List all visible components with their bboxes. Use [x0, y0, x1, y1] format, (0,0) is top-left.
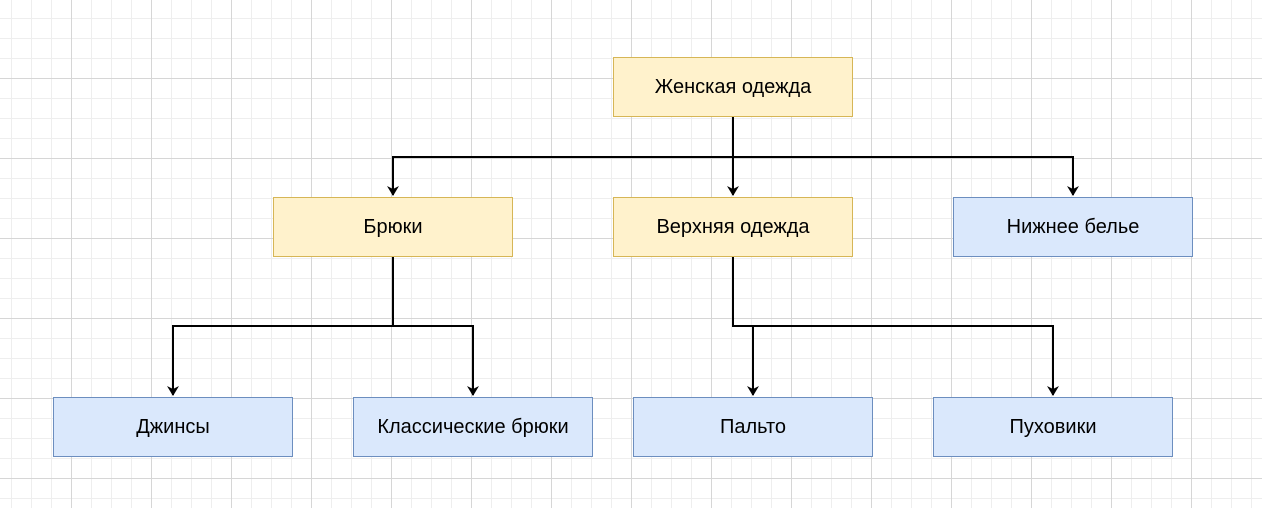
- edge-root-to-underwear: [733, 156, 1079, 196]
- node-outerwear[interactable]: Верхняя одежда: [613, 197, 853, 257]
- node-coat-label: Пальто: [719, 416, 787, 438]
- node-root-label: Женская одежда: [654, 76, 812, 98]
- edge-outerwear-to-coat: [732, 257, 759, 396]
- node-pants-label: Брюки: [363, 216, 423, 238]
- node-classic-pants[interactable]: Классические брюки: [353, 397, 593, 457]
- node-pants[interactable]: Брюки: [273, 197, 513, 257]
- node-jeans-label: Джинсы: [136, 416, 210, 438]
- node-jeans[interactable]: Джинсы: [53, 397, 293, 457]
- node-down-jacket-label: Пуховики: [1009, 416, 1097, 438]
- node-root[interactable]: Женская одежда: [613, 57, 853, 117]
- edge-root-to-pants: [387, 117, 734, 196]
- edge-outerwear-to-downjacket: [753, 325, 1059, 396]
- edge-pants-to-classic: [393, 325, 479, 396]
- node-underwear-label: Нижнее белье: [1006, 216, 1140, 238]
- node-coat[interactable]: Пальто: [633, 397, 873, 457]
- node-underwear[interactable]: Нижнее белье: [953, 197, 1193, 257]
- node-down-jacket[interactable]: Пуховики: [933, 397, 1173, 457]
- edge-pants-to-jeans: [167, 257, 394, 396]
- node-outerwear-label: Верхняя одежда: [656, 216, 810, 238]
- node-classic-pants-label: Классические брюки: [377, 416, 569, 438]
